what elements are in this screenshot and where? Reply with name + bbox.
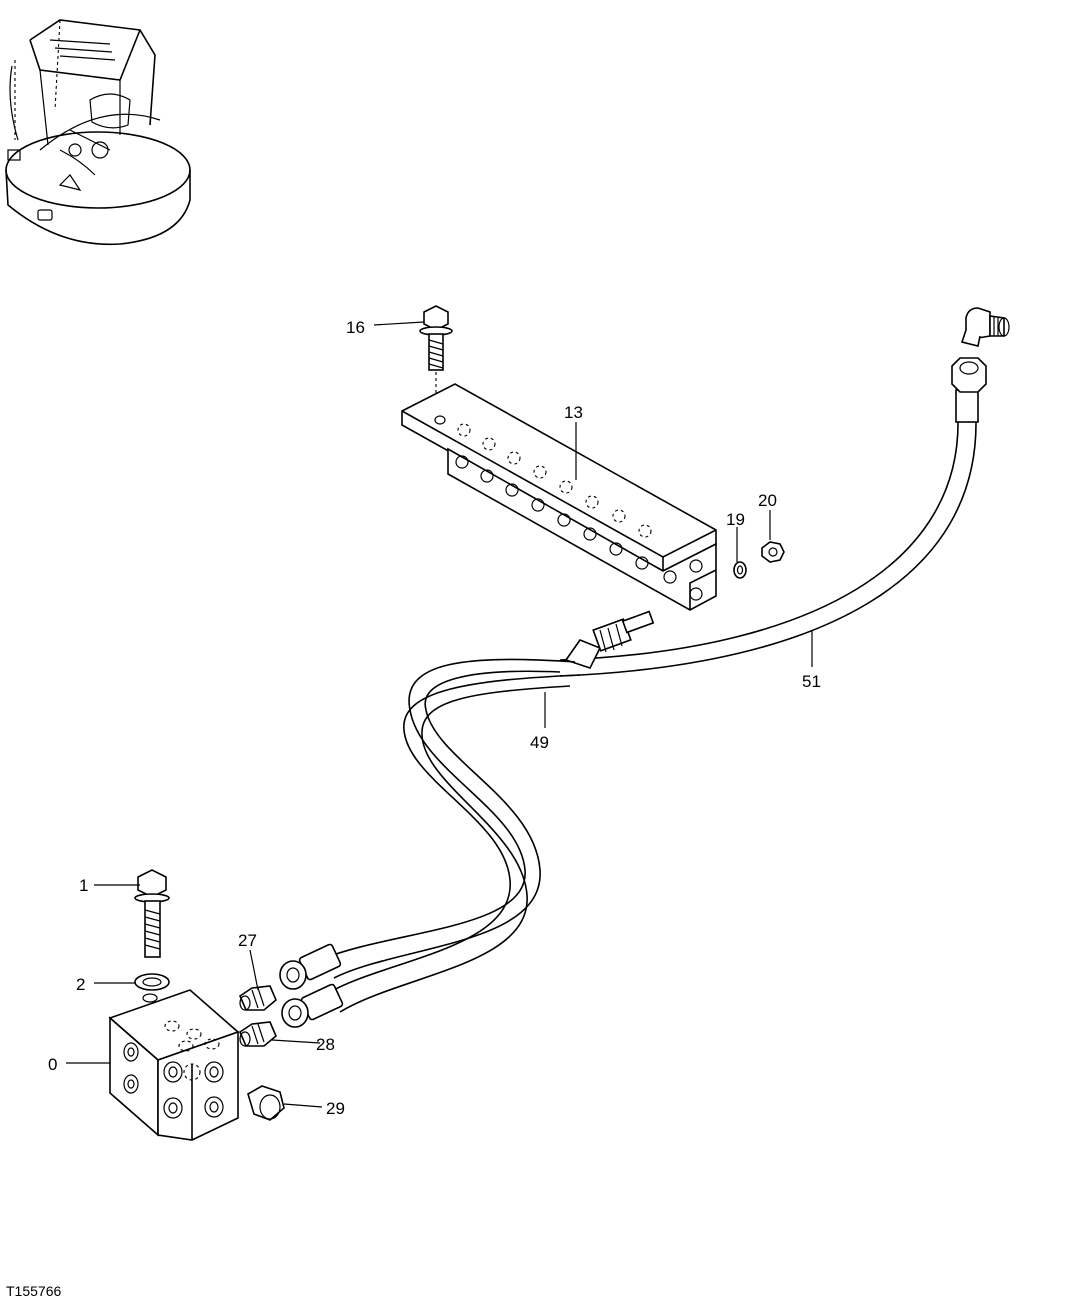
callout-0: 0: [48, 1055, 57, 1074]
callout-49: 49: [530, 733, 549, 752]
callout-28: 28: [316, 1035, 335, 1054]
valve-block-0-icon: [108, 989, 240, 1141]
adapter-28-icon: [239, 1021, 277, 1047]
plug-29-icon: [247, 1085, 285, 1121]
callout-1: 1: [79, 876, 88, 895]
callout-27: 27: [238, 931, 257, 950]
callout-19: 19: [726, 510, 745, 529]
bolt-1-icon: [134, 869, 170, 958]
callout-13: 13: [564, 403, 583, 422]
adapter-27-icon: [239, 985, 277, 1011]
callout-29: 29: [326, 1099, 345, 1118]
hose-49-icon: [279, 610, 655, 1028]
leader-lines: [66, 321, 813, 1108]
callout-16: 16: [346, 318, 365, 337]
bolt-16-icon: [419, 305, 453, 418]
machine-locator-illustration: [5, 19, 191, 246]
nut-20-icon: [761, 541, 785, 563]
hose-51-icon: [559, 357, 987, 677]
callout-2: 2: [76, 975, 85, 994]
washer-2-icon: [134, 973, 170, 991]
washer-19-icon: [733, 561, 747, 579]
drawing-id: T155766: [6, 1283, 61, 1299]
callout-20: 20: [758, 491, 777, 510]
bracket-13-icon: [401, 383, 717, 611]
elbow-fitting-icon: [960, 307, 1010, 347]
callout-51: 51: [802, 672, 821, 691]
